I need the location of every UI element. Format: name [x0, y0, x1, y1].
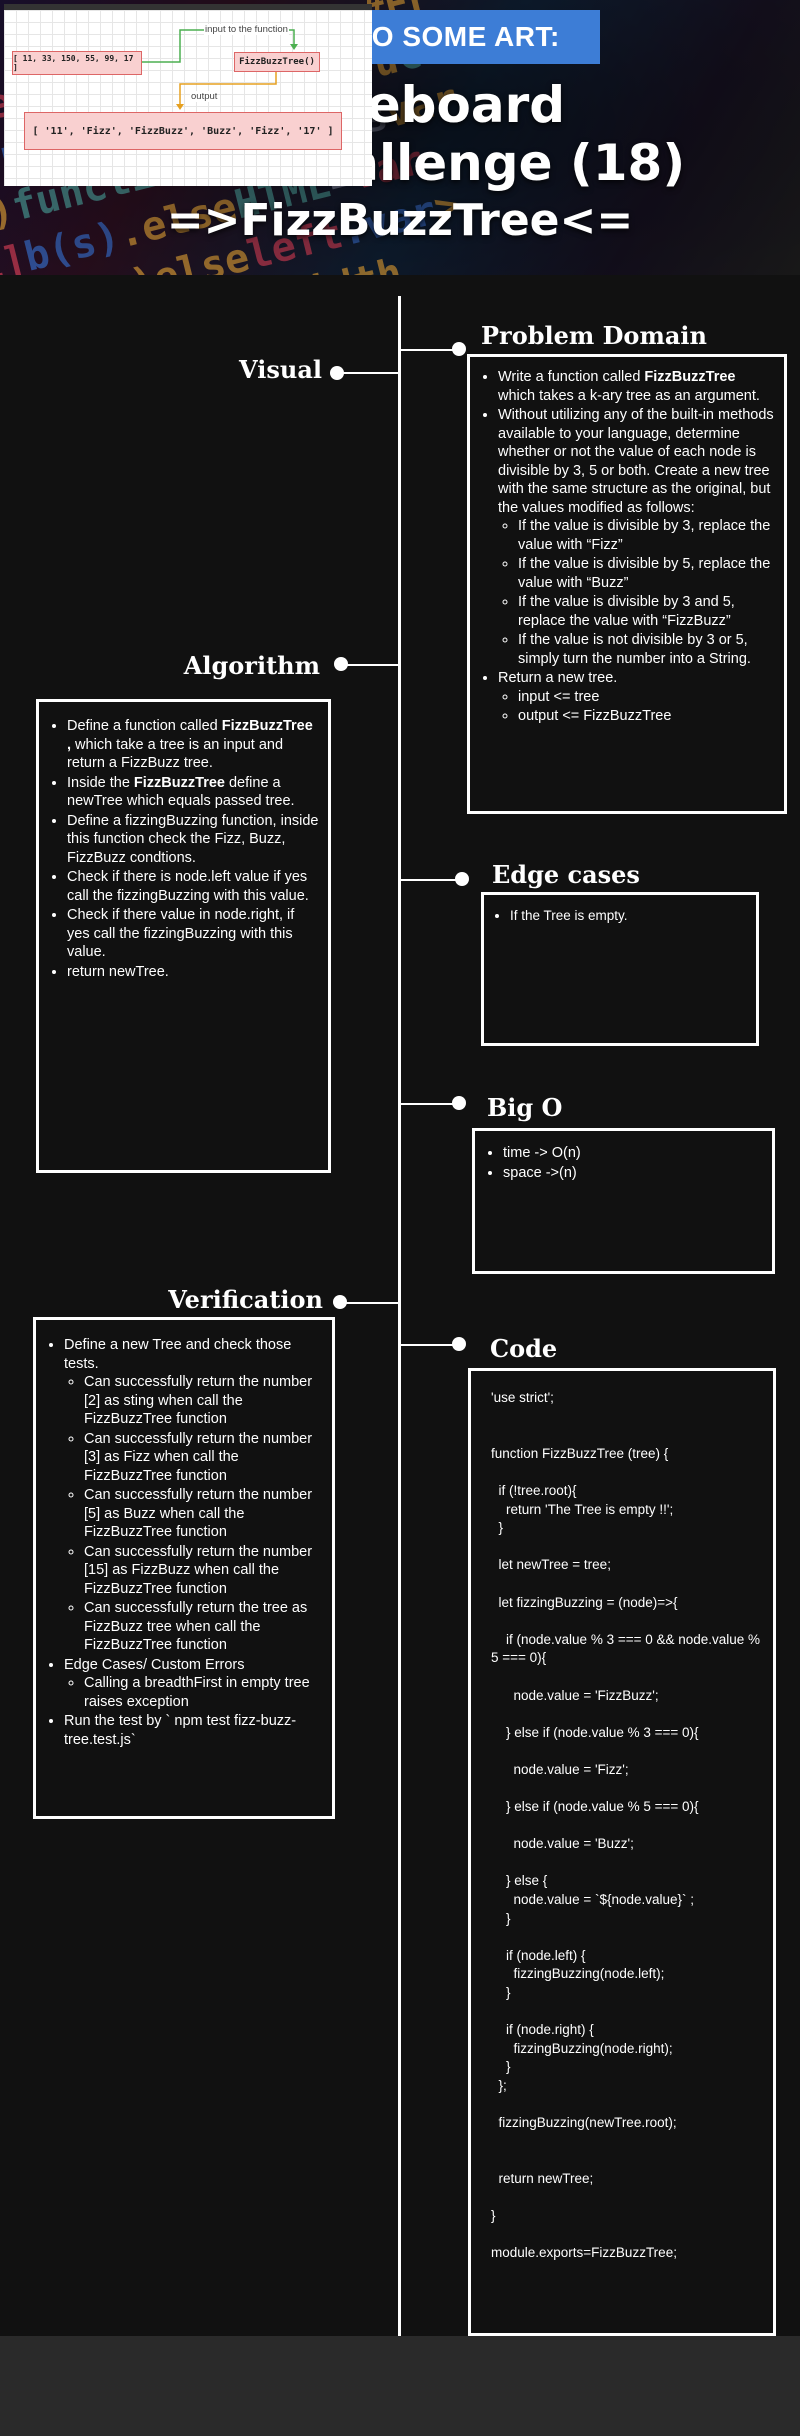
edge-cases-heading: Edge cases	[492, 860, 640, 889]
problem-subitem: If the value is divisible by 3, replace …	[518, 517, 774, 554]
big-o-item: space ->(n)	[503, 1164, 764, 1183]
test-item: Can successfully return the number [2] a…	[84, 1373, 324, 1429]
problem-domain-heading: Problem Domain	[481, 321, 707, 350]
algorithm-step: Define a fizzingBuzzing function, inside…	[67, 812, 320, 868]
title-line-3: =>FizzBuzzTree<=	[166, 195, 634, 246]
problem-subitem: If the value is divisible by 3 and 5, re…	[518, 593, 774, 630]
algorithm-dot	[334, 657, 348, 671]
problem-dot	[452, 342, 466, 356]
verification-connector	[340, 1302, 399, 1304]
test-item: Can successfully return the number [3] a…	[84, 1430, 324, 1486]
input-array: [ 11, 33, 150, 55, 99, 17 ]	[12, 51, 142, 75]
problem-subitem: If the value is not divisible by 3 or 5,…	[518, 631, 774, 668]
algorithm-heading: Algorithm	[183, 651, 320, 680]
problem-subitem: If the value is divisible by 5, replace …	[518, 555, 774, 592]
error-item: Calling a breadthFirst in empty tree rai…	[84, 1674, 324, 1711]
problem-domain-box: Write a function called FizzBuzzTree whi…	[467, 354, 787, 814]
bigo-connector	[399, 1103, 459, 1105]
test-item: Can successfully return the number [5] a…	[84, 1486, 324, 1542]
algorithm-step: Inside the FizzBuzzTree define a newTree…	[67, 774, 320, 811]
code-block: 'use strict'; function FizzBuzzTree (tre…	[491, 1390, 761, 2261]
big-o-box: time -> O(n) space ->(n)	[472, 1128, 775, 1274]
footer	[0, 2336, 800, 2436]
algorithm-box: Define a function called FizzBuzzTree , …	[36, 699, 331, 1173]
problem-item: Write a function called FizzBuzzTree whi…	[498, 368, 774, 405]
io-item: input <= tree	[518, 688, 774, 707]
verification-dot	[333, 1295, 347, 1309]
verification-item: Run the test by ` npm test fizz-buzz-tre…	[64, 1712, 324, 1749]
visual-heading: Visual	[239, 355, 322, 384]
diagram-canvas: [ 11, 33, 150, 55, 99, 17 ] FizzBuzzTree…	[4, 4, 372, 186]
code-heading: Code	[490, 1334, 558, 1363]
verification-item: Define a new Tree and check those tests.…	[64, 1336, 324, 1655]
algorithm-step: Check if there value in node.right, if y…	[67, 906, 320, 962]
io-item: output <= FizzBuzzTree	[518, 707, 774, 726]
algorithm-step: return newTree.	[67, 963, 320, 982]
big-o-heading: Big O	[487, 1093, 563, 1122]
edge-cases-box: If the Tree is empty.	[481, 892, 759, 1046]
test-item: Can successfully return the number [15] …	[84, 1543, 324, 1599]
problem-item: Without utilizing any of the built-in me…	[498, 406, 774, 668]
problem-item: Return a new tree. input <= tree output …	[498, 669, 774, 726]
function-box: FizzBuzzTree()	[234, 52, 320, 72]
output-array: [ '11', 'Fizz', 'FizzBuzz', 'Buzz', 'Fiz…	[24, 112, 342, 150]
edge-connector	[399, 879, 461, 881]
big-o-item: time -> O(n)	[503, 1144, 764, 1163]
visual-dot	[330, 366, 344, 380]
edge-dot	[455, 872, 469, 886]
verification-box: Define a new Tree and check those tests.…	[33, 1317, 335, 1819]
input-label: input to the function	[204, 24, 289, 35]
bigo-dot	[452, 1096, 466, 1110]
algorithm-connector	[340, 664, 399, 666]
algorithm-step: Check if there is node.left value if yes…	[67, 868, 320, 905]
edge-case-item: If the Tree is empty.	[510, 907, 748, 926]
code-dot	[452, 1337, 466, 1351]
test-item: Can successfully return the tree as Fizz…	[84, 1599, 324, 1655]
visual-connector	[335, 372, 399, 374]
problem-connector	[399, 349, 459, 351]
code-box: 'use strict'; function FizzBuzzTree (tre…	[468, 1368, 776, 2336]
algorithm-step: Define a function called FizzBuzzTree , …	[67, 717, 320, 773]
timeline-line	[398, 296, 401, 2336]
verification-heading: Verification	[168, 1285, 323, 1314]
verification-item: Edge Cases/ Custom Errors Calling a brea…	[64, 1656, 324, 1712]
output-label: output	[190, 91, 219, 102]
diagram-arrows	[140, 29, 298, 110]
visual-diagram: [ 11, 33, 150, 55, 99, 17 ] FizzBuzzTree…	[0, 0, 382, 190]
code-connector	[399, 1344, 459, 1346]
